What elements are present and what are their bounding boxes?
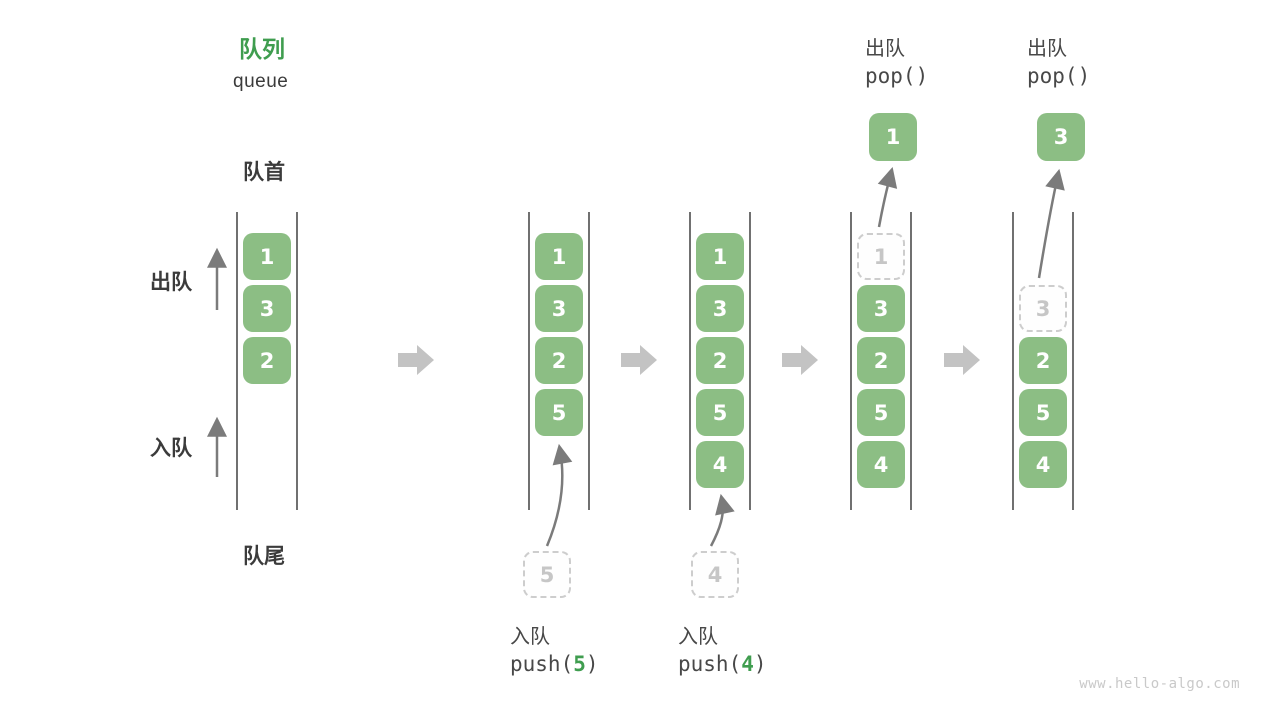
queue-item: 3	[535, 285, 583, 332]
transition-arrow-icon	[944, 345, 980, 375]
queue-item: 1	[243, 233, 291, 280]
enqueue-caption-code: push(5)	[510, 652, 599, 676]
queue-item: 1	[535, 233, 583, 280]
transition-arrow-icon	[621, 345, 657, 375]
enqueue-caption-zh: 入队	[678, 626, 718, 648]
incoming-item: 4	[691, 551, 739, 598]
dequeue-caption-code: pop()	[1027, 64, 1091, 88]
transition-arrow-icon	[398, 345, 434, 375]
popped-item: 3	[1037, 113, 1085, 161]
queue-item: 3	[243, 285, 291, 332]
queue-item: 2	[1019, 337, 1067, 384]
code-arg: 5	[573, 652, 586, 676]
label-enqueue-side: 入队	[150, 437, 192, 460]
queue-column-lines	[236, 212, 1074, 510]
incoming-item: 5	[523, 551, 571, 598]
pop1-arrow-icon	[877, 166, 898, 228]
queue-item: 3	[696, 285, 744, 332]
popped-item: 1	[869, 113, 917, 161]
queue-item: 5	[696, 389, 744, 436]
dequeue-caption-zh: 出队	[1027, 38, 1067, 60]
queue-item-removed: 1	[857, 233, 905, 280]
queue-item: 5	[1019, 389, 1067, 436]
enqueue-caption-code: push(4)	[678, 652, 767, 676]
queue-item: 2	[696, 337, 744, 384]
pop3-arrow-icon	[1037, 168, 1065, 279]
push5-arrow-icon	[545, 443, 573, 547]
queue-item: 2	[535, 337, 583, 384]
watermark: www.hello-algo.com	[1079, 676, 1240, 692]
queue-item: 5	[857, 389, 905, 436]
dequeue-caption-zh: 出队	[865, 38, 905, 60]
queue-item: 4	[696, 441, 744, 488]
label-dequeue-side: 出队	[150, 271, 192, 294]
code-text: )	[753, 652, 767, 676]
queue-item: 2	[243, 337, 291, 384]
push4-arrow-icon	[709, 493, 735, 547]
queue-item: 5	[535, 389, 583, 436]
diagram-title-zh: 队列	[239, 36, 285, 62]
code-text: )	[585, 652, 599, 676]
queue-item: 1	[696, 233, 744, 280]
queue-item-removed: 3	[1019, 285, 1067, 332]
transition-arrow-icon	[782, 345, 818, 375]
dequeue-caption-code: pop()	[865, 64, 929, 88]
code-text: push(	[678, 652, 742, 676]
queue-item: 4	[1019, 441, 1067, 488]
queue-item: 3	[857, 285, 905, 332]
enqueue-caption-zh: 入队	[510, 626, 550, 648]
label-queue-front: 队首	[243, 161, 285, 184]
queue-item: 2	[857, 337, 905, 384]
diagram-title-en: queue	[233, 71, 289, 92]
code-arg: 4	[741, 652, 754, 676]
queue-item: 4	[857, 441, 905, 488]
label-queue-rear: 队尾	[243, 545, 285, 568]
code-text: push(	[510, 652, 574, 676]
